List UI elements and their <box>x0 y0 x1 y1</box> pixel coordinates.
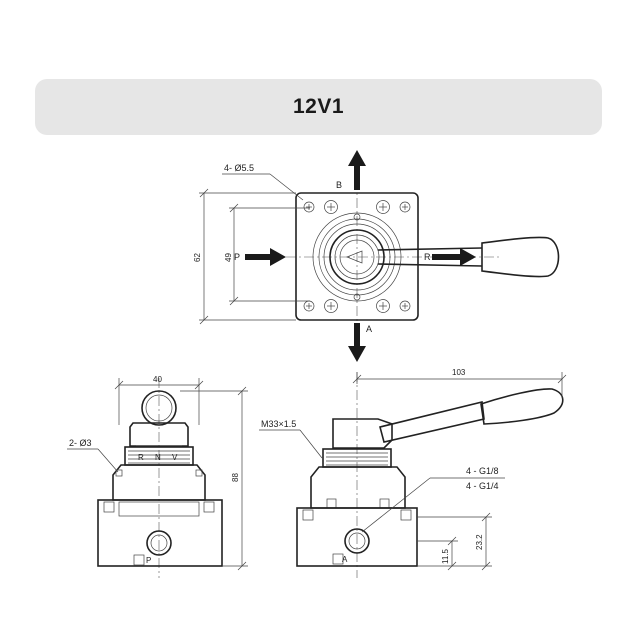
dim-11-5: 11.5 <box>441 548 450 564</box>
valve-body-top <box>295 192 419 321</box>
front-port-r: R <box>138 453 144 462</box>
lever-handle-side <box>379 388 564 443</box>
dim-62: 62 <box>193 253 202 262</box>
page-title: 12V1 <box>292 95 345 118</box>
arrow-r-icon <box>432 248 476 266</box>
rotary-dial <box>312 212 402 302</box>
dim-49: 49 <box>224 253 233 262</box>
arrow-a-icon <box>348 323 366 362</box>
front-port-n: N <box>155 453 161 462</box>
top-view: B A P R 4- Ø5.5 62 49 <box>193 150 560 362</box>
arrow-p-icon <box>245 248 286 266</box>
front-port-p: P <box>146 556 151 565</box>
top-hole-callout: 4- Ø5.5 <box>224 163 254 173</box>
arrow-b-icon <box>348 150 366 190</box>
front-view: R N V P 40 88 2- Ø3 <box>67 375 248 578</box>
port-a-label: A <box>366 324 372 334</box>
port-callout-g14: 4 - G1/4 <box>466 481 499 491</box>
dim-40: 40 <box>153 375 162 384</box>
thread-callout: M33×1.5 <box>261 419 296 429</box>
dim-23-2: 23.2 <box>475 534 484 550</box>
title-banner: 12V1 <box>35 79 602 135</box>
lever-handle-top <box>377 236 560 278</box>
dim-103: 103 <box>452 368 466 377</box>
port-b-label: B <box>336 180 342 190</box>
side-port-a: A <box>342 555 348 564</box>
port-callout-g18: 4 - G1/8 <box>466 466 499 476</box>
port-p-label: P <box>234 252 240 262</box>
front-port-v: V <box>172 453 178 462</box>
dim-88: 88 <box>231 473 240 482</box>
corner-screws <box>303 200 411 313</box>
side-view: A 103 M33×1.5 4 - G1/8 4 - G1/4 11.5 23.… <box>259 368 567 578</box>
front-hole-callout: 2- Ø3 <box>69 438 92 448</box>
port-r-label: R <box>424 252 431 262</box>
